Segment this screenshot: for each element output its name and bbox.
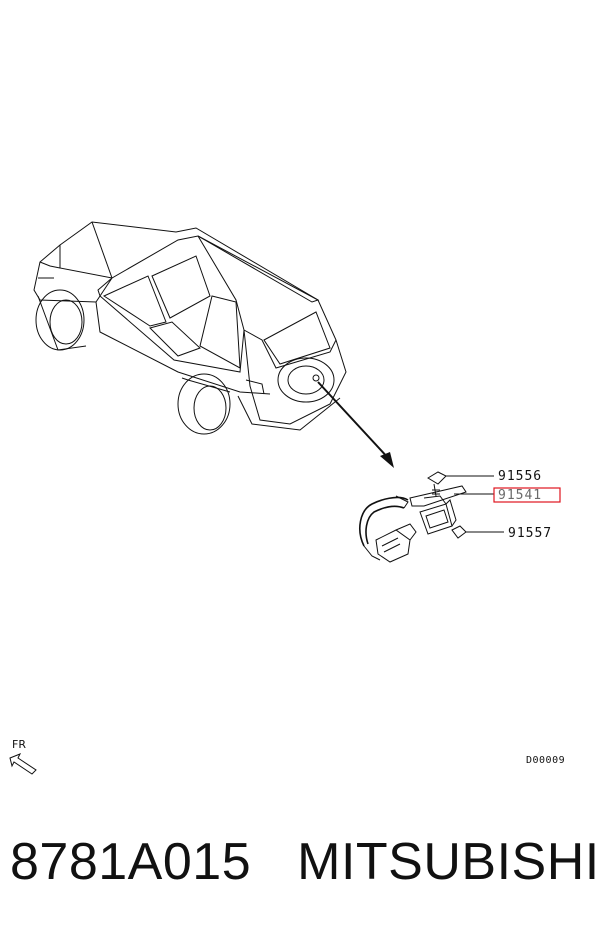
location-arrow <box>317 381 394 468</box>
callout-91557: 91557 <box>508 526 552 541</box>
caption: 8781A015 MITSUBISHI <box>10 832 599 892</box>
diagram-code: D00009 <box>526 755 565 766</box>
callout-highlight-box <box>493 487 561 503</box>
part-number: 8781A015 <box>10 833 252 891</box>
vehicle-outline <box>33 221 347 435</box>
callout-leaders <box>446 475 504 533</box>
callout-91556: 91556 <box>498 469 542 484</box>
callout-91541: 91541 <box>498 488 542 503</box>
brand-name: MITSUBISHI <box>297 833 600 891</box>
direction-label: FR <box>12 738 26 751</box>
front-arrow-icon <box>9 753 37 775</box>
camera-assembly <box>359 471 467 563</box>
